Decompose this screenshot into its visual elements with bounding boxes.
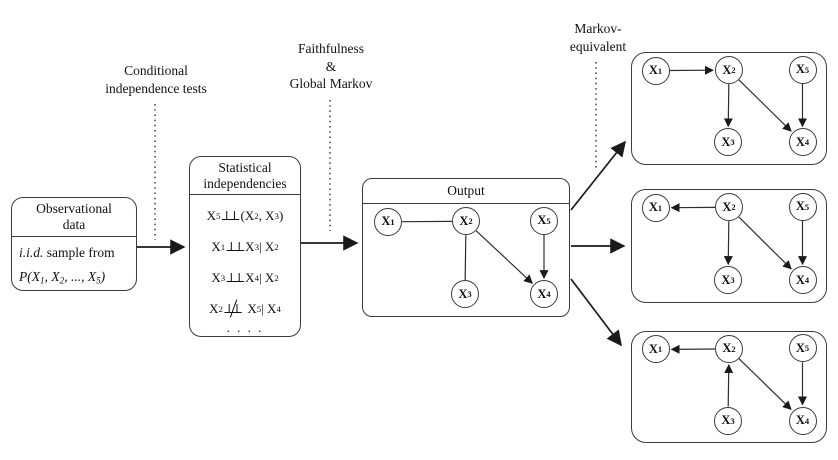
label-line: Markov- (574, 21, 622, 36)
label-line: independence tests (105, 80, 207, 96)
edge-equiv-1-X2-X3-directed (723, 84, 733, 128)
title-line: independencies (203, 176, 287, 192)
title-line: data (62, 217, 86, 233)
output-box: Output (362, 178, 570, 317)
edge-equiv-2-X2-X4-directed (738, 216, 792, 270)
markov-equivalent-graph-1-box (631, 52, 827, 165)
edge-equiv-3-X2-X4-directed (738, 358, 792, 411)
ellipsis: . . . . (226, 320, 264, 335)
label-line: Global Markov (289, 76, 373, 92)
edge-output-X2-X3-undirected (464, 235, 467, 281)
observational-data-body: i.i.d. sample from P(X1, X2, ..., X5) (12, 237, 136, 288)
label-line: Conditional (124, 63, 188, 78)
observational-data-box: Observational data i.i.d. sample from P(… (11, 197, 137, 291)
statistical-independencies-title: Statistical independencies (190, 157, 300, 195)
title-line: Observational (36, 201, 112, 216)
graph-edges (401, 65, 807, 411)
edge-equiv-2-X2-X3-directed (723, 221, 733, 266)
observational-data-title: Observational data (12, 198, 136, 237)
flow-arrows (137, 140, 626, 347)
flow-arrow-output-to-equiv-3 (570, 278, 622, 347)
markov-equivalent-graph-3-box (631, 331, 827, 443)
markov-equivalent-graph-2-box (631, 189, 827, 303)
label-line: Faithfulness (297, 41, 364, 56)
markov-equivalent-label: Markov- equivalent (570, 20, 626, 55)
flow-arrow-output-to-equiv-1 (570, 140, 626, 211)
iid-sample-line: i.i.d. sample from (19, 241, 131, 265)
iid-text: i.i.d. (19, 245, 44, 260)
edge-equiv-3-X3-X2-directed (724, 364, 734, 407)
conditional-independence-tests-label: Conditional independence tests (105, 62, 207, 97)
edge-output-X2-X4-directed (475, 230, 533, 284)
faithfulness-global-markov-label: Faithfulness & Global Markov (290, 40, 373, 93)
title-line: Statistical (218, 160, 272, 175)
distribution-text: P(X1, X2, ..., X5) (19, 268, 106, 286)
dotted-leaders (154, 62, 597, 240)
label-line: equivalent (569, 38, 627, 54)
label-line: & (325, 58, 337, 74)
title-line: Output (447, 182, 485, 198)
edge-equiv-1-X2-X4-directed (738, 79, 792, 132)
output-title: Output (363, 179, 569, 204)
sample-from-text: sample from (43, 245, 115, 260)
